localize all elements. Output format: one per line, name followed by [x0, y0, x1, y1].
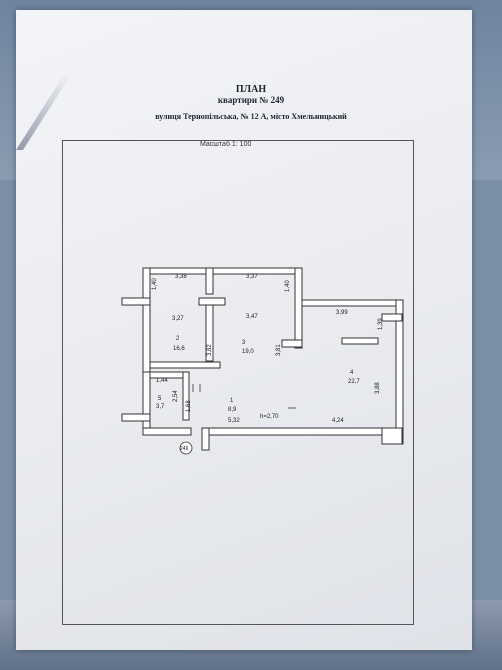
partition-2-3-stub [198, 297, 226, 306]
partition-2-3 [205, 304, 214, 362]
dim-room3-wall: 3,82 [207, 344, 213, 356]
room5-area: 3,7 [156, 404, 165, 410]
document-address: вулиця Тернопільська, № 12 А, місто Хмел… [155, 112, 347, 121]
wall-room4-right [395, 299, 404, 445]
room3-area: 19,0 [242, 349, 254, 355]
dim-room1-side: 1,68 [186, 400, 192, 412]
dim-room3-depth: 3,47 [246, 314, 258, 320]
wall-left-stub [121, 297, 151, 306]
document-title: ПЛАН [235, 84, 267, 95]
room5-number: 5 [158, 396, 162, 402]
scale-label: Масштаб 1: 100 [200, 141, 252, 148]
dim-room5-depth: 2,54 [173, 390, 179, 402]
dim-room5-width: 1,44 [156, 378, 168, 384]
wall-room5-right [182, 371, 190, 421]
partition-2-3-top [205, 267, 214, 295]
walls [121, 267, 404, 451]
wall-bottom-left [142, 427, 192, 436]
dim-room2-depth: 3,27 [172, 316, 184, 322]
plan-frame [62, 140, 414, 625]
wall-room4-left [341, 337, 379, 345]
wall-left-lower [142, 371, 151, 433]
marker-label: 249 [180, 446, 189, 452]
wall-left-lower-stub [121, 413, 151, 422]
wall-top [149, 267, 301, 275]
room3-number: 3 [242, 340, 246, 346]
dim-center-width: 3,37 [246, 274, 258, 280]
wall-corner [381, 427, 403, 445]
room1-number: 1 [230, 398, 234, 404]
room2-number: 2 [176, 336, 180, 342]
ceiling-height: h=2,70 [260, 414, 279, 420]
wall-left [142, 267, 151, 377]
door-marks [192, 384, 296, 409]
room4-number: 4 [350, 370, 354, 376]
wall-room3-right [294, 267, 303, 349]
document-subtitle: квартири № 249 [217, 95, 285, 105]
dim-room1-width: 5,32 [228, 418, 240, 424]
room1-area: 8,9 [228, 407, 237, 413]
room4-area: 22,7 [348, 379, 360, 385]
room2-area: 16,6 [173, 346, 185, 352]
wall-door-jamb [201, 427, 210, 451]
dim-room4-width: 3,99 [336, 310, 348, 316]
entrance-marker [179, 441, 193, 455]
dim-bottom: 4,24 [332, 418, 344, 424]
dim-room4-side: 1,39 [378, 318, 384, 330]
wall-room4-top [301, 299, 403, 307]
partition-horizontal [149, 361, 221, 369]
dim-room2-side: 1,40 [152, 278, 158, 290]
dim-room3-side: 1,40 [285, 280, 291, 292]
dim-room2-width: 3,38 [175, 274, 187, 280]
dim-room4-depth: 3,88 [375, 382, 381, 394]
wall-room4-stub [381, 313, 403, 322]
wall-room3-stub [281, 339, 303, 348]
dim-room3-wall2: 3,81 [276, 344, 282, 356]
wall-bottom [201, 427, 403, 436]
